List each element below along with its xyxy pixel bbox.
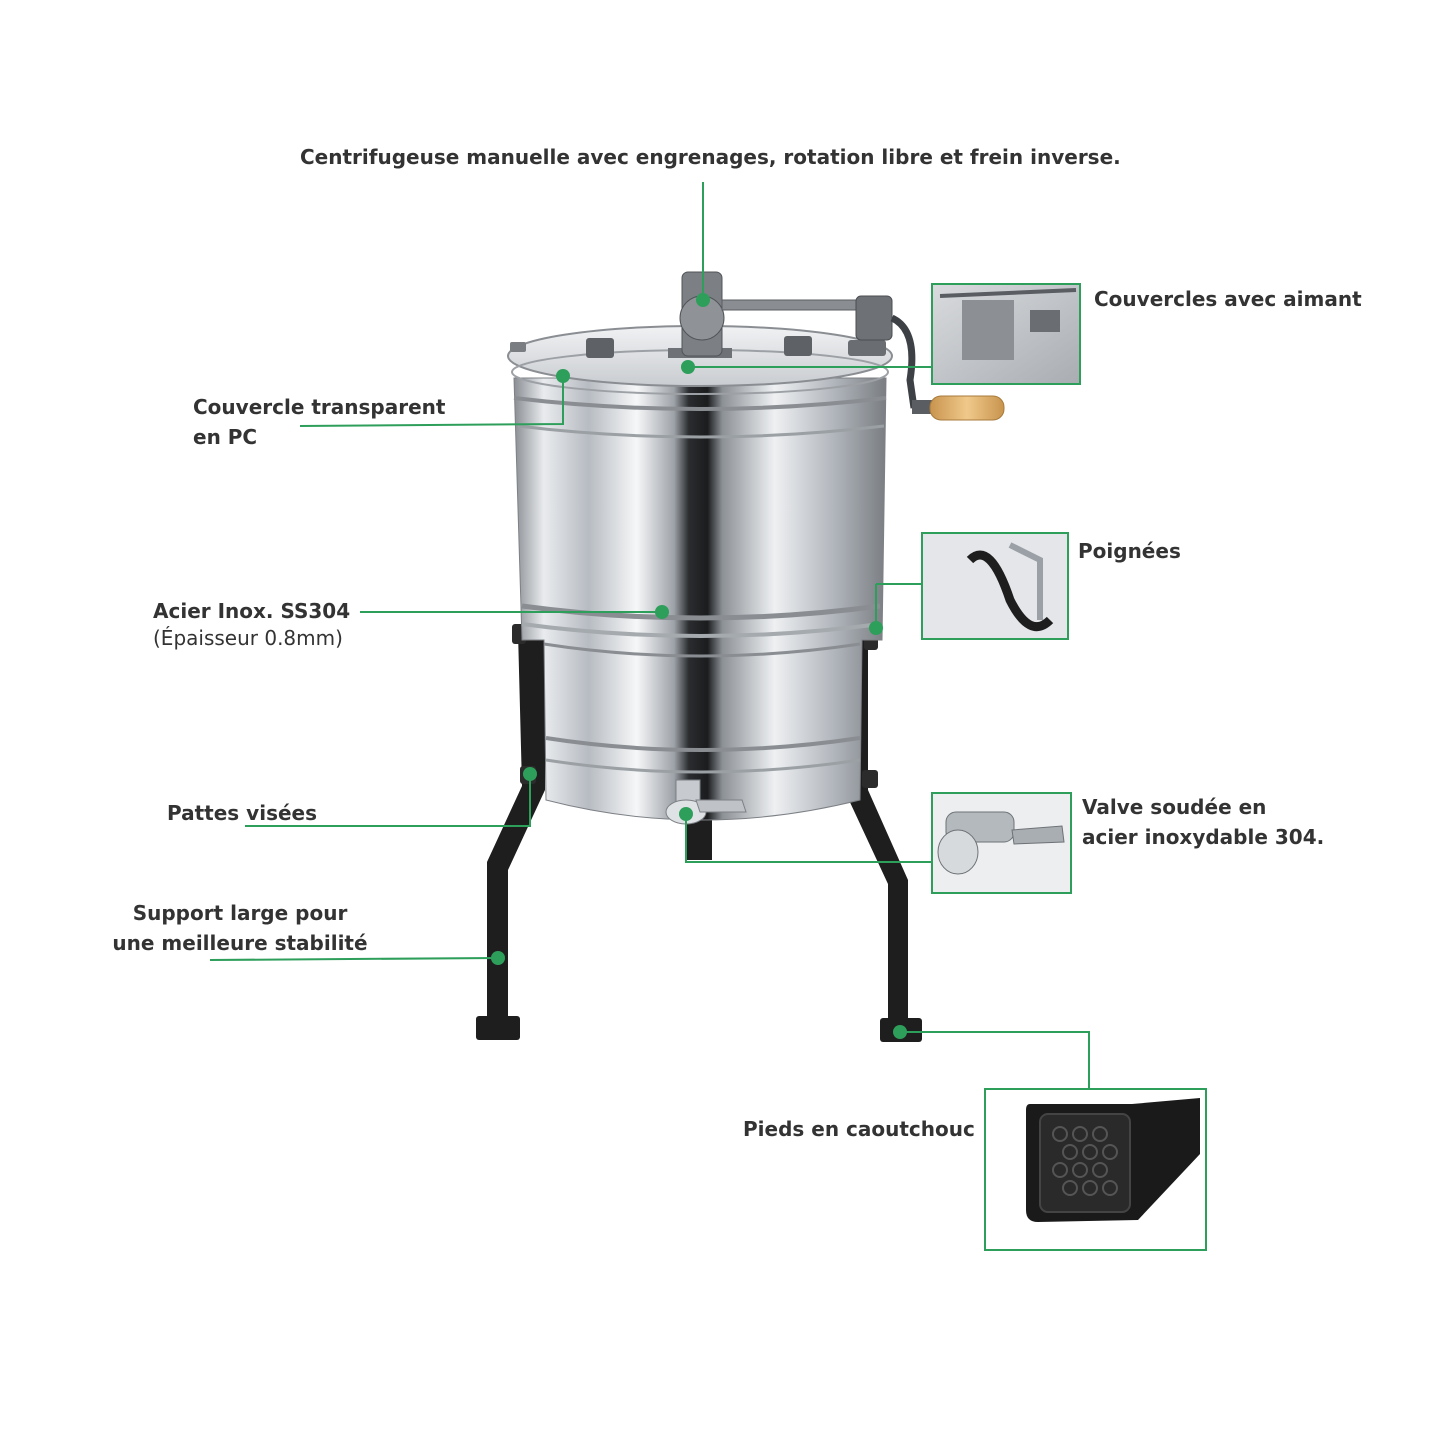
handles-label: Poignées (1078, 539, 1181, 563)
inset-rubber-feet (984, 1088, 1207, 1251)
dot-gearbox (696, 293, 710, 307)
support-label: Support large pour une meilleure stabili… (100, 898, 380, 958)
dot-legs (523, 767, 537, 781)
gearbox-crank (679, 271, 1005, 421)
callout-line-support (209, 957, 499, 961)
callout-line-feet (900, 1031, 1090, 1089)
steel-drum (513, 377, 887, 821)
inset-handles (921, 532, 1069, 640)
legs-label: Pattes visées (167, 801, 317, 825)
transparent-lid-label-line1: Couvercle transparent (193, 395, 446, 419)
dot-feet (893, 1025, 907, 1039)
valve-label-line2: acier inoxydable 304. (1082, 825, 1325, 849)
support-label-line1: Support large pour (132, 901, 348, 925)
left-leg (478, 632, 545, 1038)
steel-label-line2: (Épaisseur 0.8mm) (153, 626, 343, 650)
left-rubber-foot (476, 1016, 520, 1040)
transparent-lid-label: Couvercle transparent en PC (193, 392, 445, 452)
dot-transparent-lid (556, 369, 570, 383)
inset-magnet-lids (931, 283, 1081, 385)
valve-label-line1: Valve soudée en (1082, 795, 1267, 819)
feet-label: Pieds en caoutchouc (743, 1117, 975, 1141)
magnet-lids-label: Couvercles avec aimant (1094, 287, 1362, 311)
dot-support (491, 951, 505, 965)
steel-label-line1: Acier Inox. SS304 (153, 599, 351, 623)
dot-valve (679, 807, 693, 821)
transparent-lid-label-line2: en PC (193, 425, 258, 449)
wooden-handle (929, 395, 1005, 421)
valve-label: Valve soudée en acier inoxydable 304. (1082, 792, 1324, 852)
callout-dots (491, 293, 907, 1039)
callout-line-legs (245, 774, 531, 827)
inset-valve (931, 792, 1072, 894)
callout-line-valve (685, 814, 932, 863)
title-label: Centrifugeuse manuelle avec engrenages, … (300, 145, 1121, 169)
dot-magnet-lids (681, 360, 695, 374)
callout-lines (209, 182, 1090, 1089)
dot-steel (655, 605, 669, 619)
callout-line-transparent-lid (299, 376, 564, 427)
steel-label: Acier Inox. SS304 (Épaisseur 0.8mm) (153, 596, 350, 650)
support-label-line2: une meilleure stabilité (112, 931, 368, 955)
